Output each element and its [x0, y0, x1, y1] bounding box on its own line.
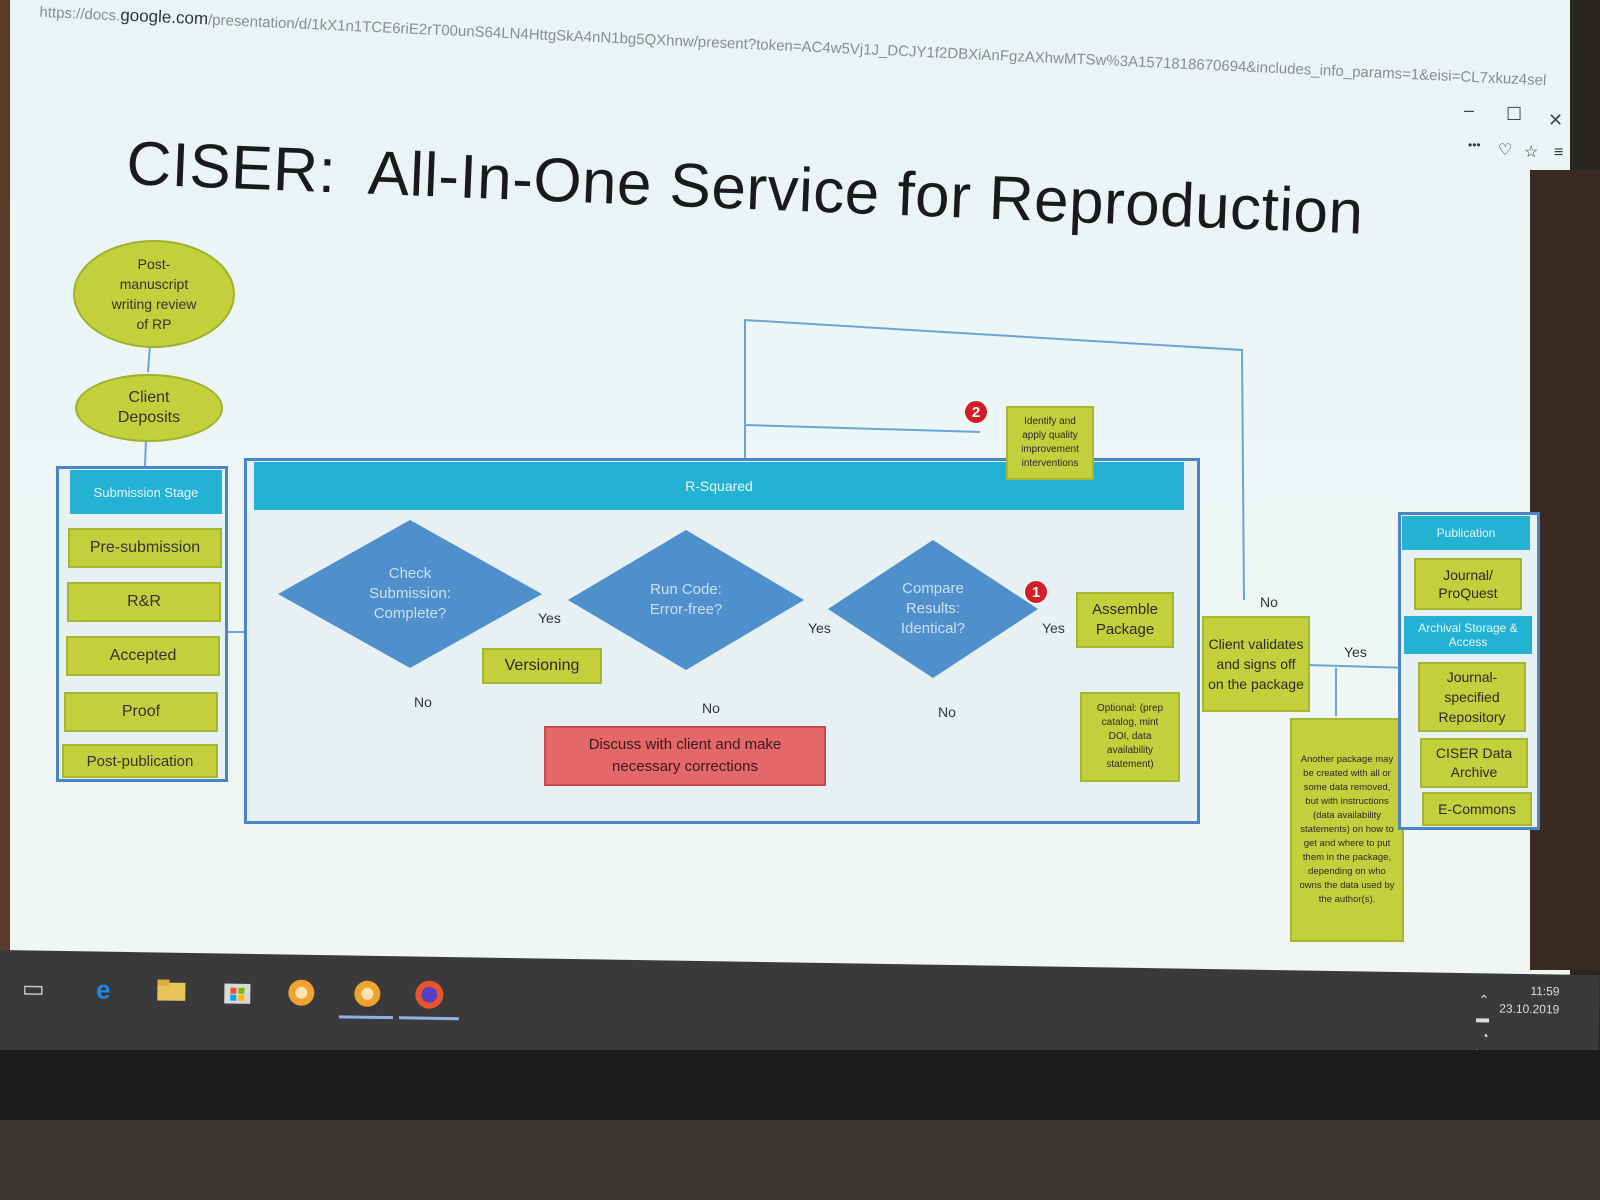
check-submission-diamond: Check Submission: Complete? [278, 520, 542, 668]
store-icon[interactable] [219, 973, 256, 1010]
room-background [0, 1120, 1600, 1200]
run-code-diamond: Run Code: Error-free? [568, 530, 804, 670]
file-explorer-icon[interactable] [153, 972, 190, 1009]
journal-proquest-box: Journal/ ProQuest [1414, 558, 1522, 610]
firefox-shape [413, 979, 445, 1011]
task-view-icon[interactable]: ▭ [15, 970, 52, 1007]
run-code-diamond-label: Run Code: Error-free? [568, 530, 804, 670]
orange-circle-shape-2 [352, 979, 382, 1009]
e-commons-box: E-Commons [1422, 792, 1532, 826]
system-tray[interactable]: ⌃ ▬ ◔ 🔈 11:59 23.10.2019 [1499, 982, 1560, 1019]
client-deposits-text: Client Deposits [104, 388, 194, 428]
stage-pre-submission: Pre-submission [68, 528, 222, 568]
stage-post-publication: Post-publication [62, 744, 218, 778]
app-orange-icon-2[interactable] [349, 975, 386, 1012]
stage-accepted: Accepted [66, 636, 220, 676]
archival-storage-header: Archival Storage & Access [1404, 616, 1532, 654]
clock-time: 11:59 [1499, 982, 1559, 1001]
clock-date: 23.10.2019 [1499, 1000, 1559, 1019]
check-diamond-label: Check Submission: Complete? [278, 520, 542, 668]
yes-label-2: Yes [808, 620, 831, 636]
identify-quality-box: Identify and apply quality improvement i… [1006, 406, 1094, 480]
start-ellipse-text: Post-manuscript writing review of RP [104, 254, 204, 334]
another-package-note: Another package may be created with all … [1290, 718, 1404, 942]
no-label-4: No [1260, 594, 1278, 610]
versioning-box: Versioning [482, 648, 602, 684]
edge-browser-icon[interactable]: e [85, 971, 122, 1008]
start-ellipse: Post-manuscript writing review of RP [73, 240, 235, 348]
discuss-corrections-box: Discuss with client and make necessary c… [544, 726, 826, 786]
client-deposits-ellipse: Client Deposits [75, 374, 223, 442]
yes-label-3: Yes [1042, 620, 1065, 636]
submission-stage-header: Submission Stage [70, 470, 222, 514]
stage-r-and-r: R&R [67, 582, 221, 622]
folder-shape [156, 978, 186, 1002]
no-label-3: No [938, 704, 956, 720]
firefox-icon[interactable] [411, 976, 448, 1013]
orange-circle-shape [286, 978, 316, 1008]
active-app-indicator-1 [339, 1015, 393, 1019]
step-badge-2: 2 [964, 400, 988, 424]
optional-box: Optional: (prep catalog, mint DOI, data … [1080, 692, 1180, 782]
step-badge-1: 1 [1024, 580, 1048, 604]
client-validates-box: Client validates and signs off on the pa… [1202, 616, 1310, 712]
store-bag-shape [222, 977, 252, 1005]
no-label-1: No [414, 694, 432, 710]
no-label-2: No [702, 700, 720, 716]
ciser-data-archive-box: CISER Data Archive [1420, 738, 1528, 788]
compare-results-diamond: Compare Results: Identical? [828, 540, 1038, 678]
app-orange-icon-1[interactable] [283, 974, 320, 1011]
yes-label-1: Yes [538, 610, 561, 626]
stage-proof: Proof [64, 692, 218, 732]
assemble-package-box: Assemble Package [1076, 592, 1174, 648]
yes-label-4: Yes [1344, 644, 1367, 660]
active-app-indicator-2 [399, 1016, 459, 1020]
publication-header: Publication [1402, 516, 1530, 550]
journal-repository-box: Journal-specified Repository [1418, 662, 1526, 732]
compare-diamond-label: Compare Results: Identical? [828, 540, 1038, 678]
